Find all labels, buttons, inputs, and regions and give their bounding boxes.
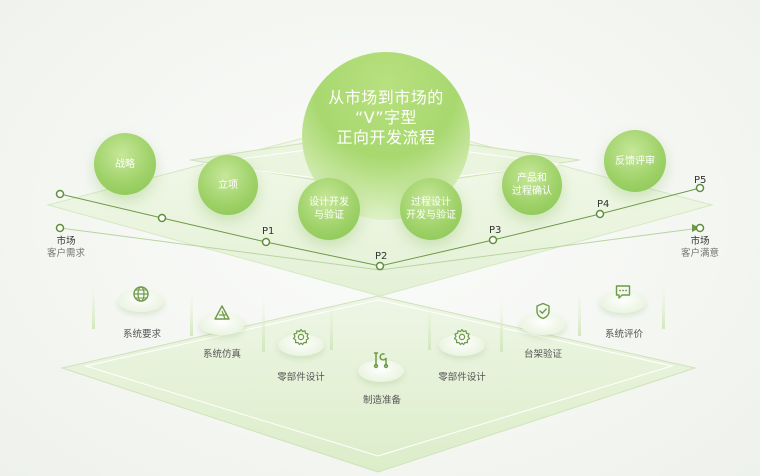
stage-process-design: 过程设计 开发与验证	[400, 178, 462, 240]
phase-p5: P5	[694, 175, 707, 186]
tool-label-manufacturing-prep: 制造准备	[362, 395, 401, 406]
gear-icon	[292, 328, 310, 346]
tool-label-system-evaluation: 系统评价	[604, 329, 643, 340]
phase-p2: P2	[375, 251, 388, 262]
bottom-plane	[60, 295, 697, 473]
globe-icon	[133, 286, 149, 302]
title-line-2: “V”字型	[354, 108, 418, 127]
stage-product-confirm: 产品和 过程确认	[502, 155, 562, 215]
phase-p3: P3	[489, 225, 502, 236]
tool-base-3	[278, 334, 324, 356]
tool-label-system-simulation: 系统仿真	[202, 349, 241, 360]
end-arrow-line	[379, 227, 701, 271]
stage-design-dev: 设计开发 与验证	[298, 178, 360, 240]
stage-initiation: 立项	[198, 155, 258, 215]
tool-base-2	[199, 313, 245, 335]
start-arrow-line	[59, 227, 381, 271]
title-line-1: 从市场到市场的	[328, 88, 444, 107]
pillars	[92, 285, 665, 352]
triangle-tool-icon	[214, 305, 230, 320]
tool-label-component-design-1: 零部件设计	[277, 372, 325, 383]
wrench-screwdriver-icon	[373, 352, 389, 369]
stage-feedback: 反馈评审	[604, 130, 666, 192]
tool-base-7	[600, 291, 646, 313]
shield-check-icon	[536, 302, 550, 320]
tool-label-system-requirements: 系统要求	[122, 329, 161, 340]
title-line-3: 正向开发流程	[336, 128, 436, 147]
bottom-plane-inner	[84, 299, 674, 457]
chat-icon	[615, 285, 631, 299]
end-market: 市场 客户满意	[680, 236, 719, 259]
tool-label-bench-validation: 台架验证	[523, 349, 562, 360]
gear-icon	[453, 328, 471, 346]
tool-base-4	[358, 360, 404, 382]
tool-base-6	[520, 313, 566, 335]
phase-p4: P4	[597, 199, 610, 210]
tool-base-5	[439, 334, 485, 356]
start-market: 市场 客户需求	[46, 236, 85, 259]
process-nodes	[55, 183, 705, 271]
tool-label-component-design-2: 零部件设计	[438, 372, 486, 383]
phase-p1: P1	[262, 226, 275, 237]
stage-strategy: 战略	[94, 133, 156, 195]
